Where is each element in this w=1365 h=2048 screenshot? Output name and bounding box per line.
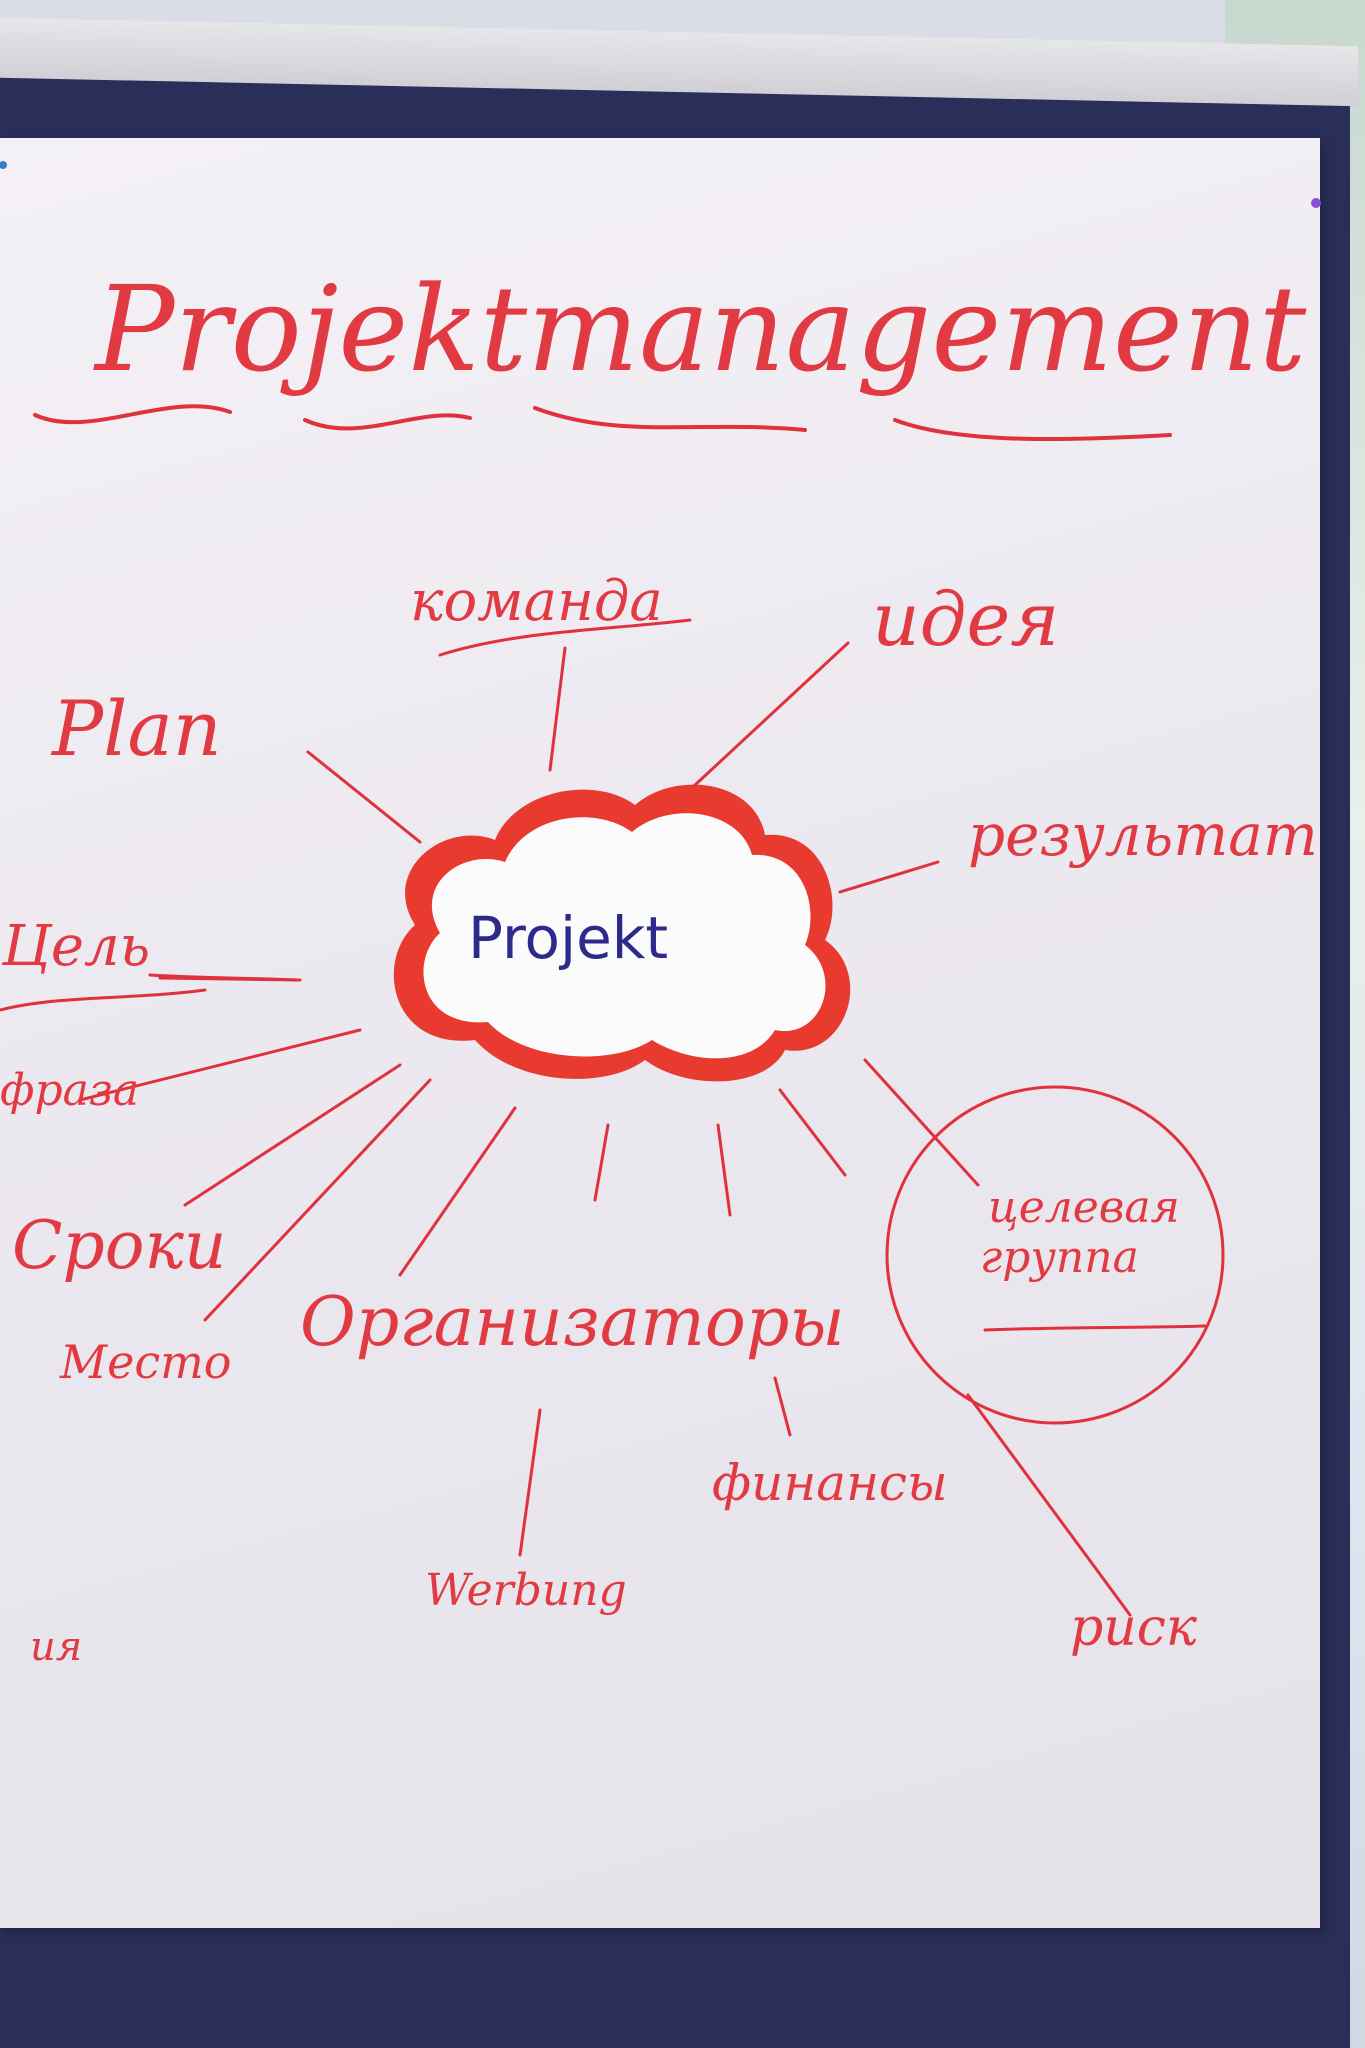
label-mesto: Место (59, 1335, 231, 1389)
label-komanda: команда (410, 569, 663, 634)
label-tselevaya-1: целевая (988, 1182, 1180, 1233)
pin-icon (0, 161, 7, 169)
label-plan: Plan (50, 684, 222, 773)
label-rezultat: результат (968, 801, 1318, 869)
underline-tsel (0, 973, 300, 1012)
label-sroki: Сроки (12, 1207, 226, 1284)
center-cloud-inner (423, 813, 826, 1059)
target-group-circle (885, 1085, 1225, 1425)
title-text: Projektmanagement (93, 260, 1307, 398)
underline-komanda (438, 618, 692, 657)
title-underline (33, 404, 1172, 442)
label-werbung: Werbung (425, 1565, 627, 1616)
label-risk: риск (1070, 1598, 1198, 1658)
label-tselevaya-2: группа (980, 1232, 1139, 1283)
label-fraza: фраза (0, 1065, 139, 1116)
center-label: Projekt (468, 904, 668, 972)
label-organizatory: Организаторы (300, 1283, 845, 1362)
underline-tselevaya (983, 1324, 1207, 1332)
mindmap-spokes (78, 641, 1132, 1617)
label-corner-note: ия (30, 1624, 82, 1670)
pin-icon (1311, 198, 1321, 208)
label-finansy: финансы (712, 1454, 948, 1512)
label-tsel: Цель (1, 914, 150, 979)
label-ideya: идея (872, 577, 1059, 663)
